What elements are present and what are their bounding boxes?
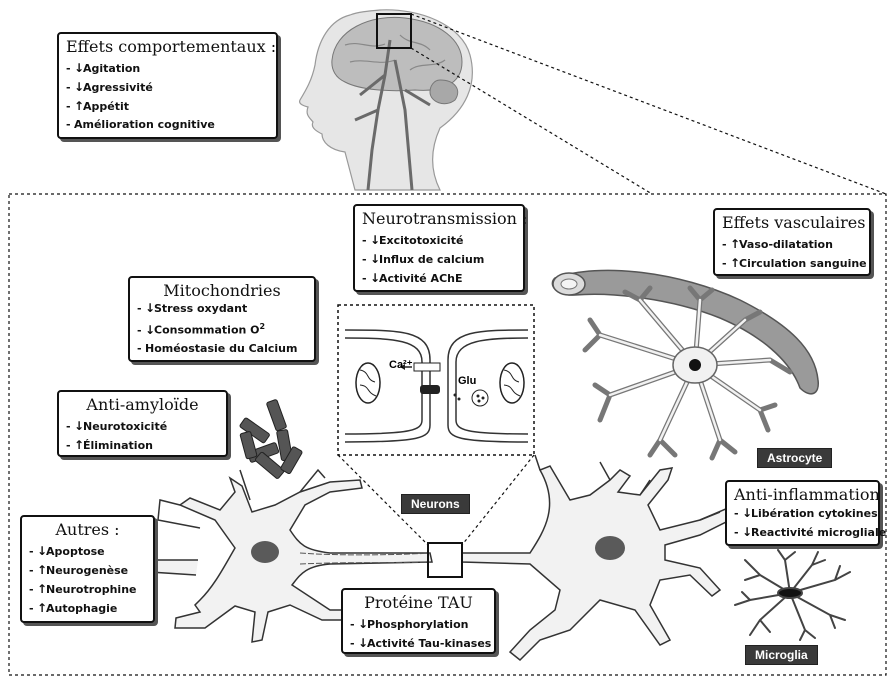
zoom-region-marker: [376, 13, 412, 49]
glutamate-label: Glu: [458, 375, 476, 387]
arrow-down-icon: ↓: [742, 506, 753, 520]
neurons-illustration: [149, 454, 742, 662]
neurons-label: Neurons: [401, 494, 470, 514]
arrow-down-icon: ↓: [370, 252, 381, 266]
vascular-item-vasodilatation: -↑Vaso-dilatation: [722, 237, 833, 251]
neurotransmission-item-ache: -↓Activité AChE: [362, 271, 463, 285]
oxygen-superscript: 2: [259, 322, 266, 331]
mitochondria-item-calcium: -Homéostasie du Calcium: [137, 341, 298, 355]
other-item-neurogenesis: -↑Neurogenèse: [29, 563, 129, 577]
cellular-panel: [8, 193, 887, 676]
vascular-effects-box: Effets vasculaires -↑Vaso-dilatation -↑C…: [713, 208, 871, 276]
arrow-up-icon: ↑: [37, 601, 48, 615]
arrow-down-icon: ↓: [74, 80, 85, 94]
arrow-up-icon: ↑: [730, 237, 741, 251]
synapse-zoom: Ca²⁺ Glu: [337, 304, 535, 456]
arrow-up-icon: ↑: [730, 256, 741, 270]
synapse-region-marker: [427, 542, 463, 578]
microglia-label: Microglia: [745, 645, 818, 665]
mitochondria-title: Mitochondries: [163, 281, 281, 300]
other-effects-box: Autres : -↓Apoptose -↑Neurogenèse -↑Neur…: [20, 515, 155, 623]
zoom-line-bottom: [410, 47, 653, 195]
mitochondria-item-oxidative-stress: -↓Stress oxydant: [137, 301, 248, 315]
vascular-item-circulation: -↑Circulation sanguine: [722, 256, 867, 270]
arrow-down-icon: ↓: [370, 271, 381, 285]
neurotransmission-item-excitotoxicity: -↓Excitotoxicité: [362, 233, 464, 247]
astrocyte-illustration: [551, 269, 819, 461]
other-item-neurotrophin: -↑Neurotrophine: [29, 582, 137, 596]
neurotransmission-item-calcium: -↓Influx de calcium: [362, 252, 485, 266]
astrocyte-label: Astrocyte: [757, 448, 833, 468]
calcium-ion-label: Ca²⁺: [389, 359, 413, 371]
behavioral-item-appetite: -↑Appétit: [66, 99, 130, 113]
mitochondria-box: Mitochondries -↓Stress oxydant -↓Consomm…: [128, 276, 316, 362]
behavioral-item-aggressivity: -↓Agressivité: [66, 80, 153, 94]
arrow-down-icon: ↓: [37, 544, 48, 558]
neurotransmission-title: Neurotransmission :: [362, 209, 528, 228]
arrow-up-icon: ↑: [37, 563, 48, 577]
tau-item-phosphorylation: -↓Phosphorylation: [350, 617, 469, 631]
human-head-illustration: [299, 9, 473, 191]
behavioral-item-cognitive: -Amélioration cognitive: [66, 118, 215, 131]
anti-inflammation-box: Anti-inflammation -↓Libération cytokines…: [725, 480, 887, 546]
other-effects-title: Autres :: [55, 520, 120, 539]
other-item-apoptosis: -↓Apoptose: [29, 544, 105, 558]
behavioral-item-agitation: -↓Agitation: [66, 61, 141, 75]
amyloid-item-elimination: -↑Élimination: [66, 438, 153, 452]
arrow-down-icon: ↓: [74, 61, 85, 75]
arrow-up-icon: ↑: [74, 99, 85, 113]
inflammation-item-microglial: -↓Reactivité microgliale: [734, 525, 887, 539]
anti-amyloid-title: Anti-amyloïde: [86, 395, 199, 414]
zoom-line-top: [410, 13, 887, 195]
other-item-autophagy: -↑Autophagie: [29, 601, 118, 615]
arrow-down-icon: ↓: [742, 525, 753, 539]
arrow-down-icon: ↓: [370, 233, 381, 247]
neurotransmission-box: Neurotransmission : -↓Excitotoxicité -↓I…: [353, 204, 528, 292]
arrow-up-icon: ↑: [74, 438, 85, 452]
mitochondria-item-oxygen: -↓Consommation O2: [137, 322, 266, 337]
behavioral-effects-title: Effets comportementaux :: [66, 37, 277, 56]
amyloid-fibrils-illustration: [239, 399, 303, 479]
arrow-down-icon: ↓: [145, 301, 156, 315]
arrow-down-icon: ↓: [74, 419, 85, 433]
inflammation-item-cytokines: -↓Libération cytokines: [734, 506, 878, 520]
tau-item-kinases: -↓Activité Tau-kinases: [350, 636, 492, 650]
behavioral-effects-box: Effets comportementaux : -↓Agitation -↓A…: [57, 32, 278, 139]
microglia-illustration: [734, 549, 851, 641]
arrow-down-icon: ↓: [358, 636, 369, 650]
arrow-down-icon: ↓: [358, 617, 369, 631]
amyloid-item-neurotoxicity: -↓Neurotoxicité: [66, 419, 168, 433]
anti-inflammation-title: Anti-inflammation: [734, 485, 880, 504]
vascular-effects-title: Effets vasculaires: [722, 213, 866, 232]
tau-protein-box: Protéine TAU -↓Phosphorylation -↓Activit…: [341, 588, 496, 654]
tau-protein-title: Protéine TAU: [364, 593, 473, 612]
arrow-up-icon: ↑: [37, 582, 48, 596]
arrow-down-icon: ↓: [145, 322, 156, 337]
anti-amyloid-box: Anti-amyloïde -↓Neurotoxicité -↑Éliminat…: [57, 390, 228, 457]
